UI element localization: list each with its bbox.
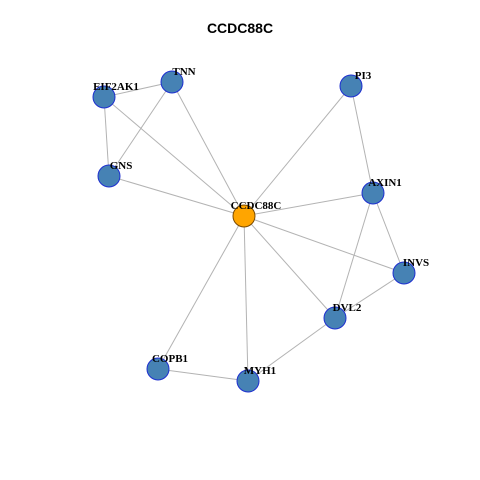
edge-pi3-axin1 <box>350 85 374 194</box>
node-copb1[interactable]: COPB1 <box>146 353 188 381</box>
node-circle[interactable] <box>97 164 121 188</box>
edge-eif2ak1-gns <box>103 96 110 177</box>
edge-copb1-myh1 <box>157 368 249 382</box>
edge-eif2ak1-tnn <box>103 81 173 98</box>
node-myh1[interactable]: MYH1 <box>236 365 276 393</box>
node-dvl2[interactable]: DVL2 <box>323 302 362 330</box>
node-eif2ak1[interactable]: EIF2AK1 <box>92 81 139 109</box>
node-label: PI3 <box>355 70 372 82</box>
node-circle[interactable] <box>232 204 256 228</box>
node-tnn[interactable]: TNN <box>160 66 196 94</box>
node-invs[interactable]: INVS <box>392 257 429 285</box>
node-label: GNS <box>110 160 133 172</box>
node-label: TNN <box>172 66 195 78</box>
node-axin1[interactable]: AXIN1 <box>361 177 402 205</box>
node-circle[interactable] <box>92 85 116 109</box>
node-label: COPB1 <box>152 353 188 365</box>
node-label: INVS <box>403 257 429 269</box>
node-circle[interactable] <box>146 357 170 381</box>
node-circle[interactable] <box>323 306 347 330</box>
node-label: CCDC88C <box>231 200 282 212</box>
node-gns[interactable]: GNS <box>97 160 133 188</box>
edge-layer <box>103 81 405 382</box>
node-circle[interactable] <box>361 181 385 205</box>
node-label: AXIN1 <box>368 177 402 189</box>
edge-pi3-ccdc88c <box>243 85 352 217</box>
edge-invs-ccdc88c <box>243 215 405 274</box>
node-circle[interactable] <box>236 369 260 393</box>
edge-tnn-ccdc88c <box>171 81 245 217</box>
node-label: DVL2 <box>333 302 362 314</box>
node-label: MYH1 <box>244 365 276 377</box>
edge-dvl2-ccdc88c <box>243 215 336 319</box>
node-ccdc88c[interactable]: CCDC88C <box>231 200 282 228</box>
node-pi3[interactable]: PI3 <box>339 70 372 98</box>
node-circle[interactable] <box>339 74 363 98</box>
edge-axin1-invs <box>372 192 405 274</box>
node-label: EIF2AK1 <box>93 81 139 93</box>
graph-title: CCDC88C <box>206 20 274 36</box>
edge-eif2ak1-ccdc88c <box>103 96 245 217</box>
edge-tnn-gns <box>108 81 173 177</box>
edge-gns-ccdc88c <box>108 175 245 217</box>
edge-dvl2-myh1 <box>247 317 336 382</box>
node-circle[interactable] <box>392 261 416 285</box>
edge-axin1-ccdc88c <box>243 192 374 217</box>
edge-myh1-ccdc88c <box>243 215 249 382</box>
edge-copb1-ccdc88c <box>157 215 245 370</box>
node-circle[interactable] <box>160 70 184 94</box>
edge-invs-dvl2 <box>334 272 405 319</box>
